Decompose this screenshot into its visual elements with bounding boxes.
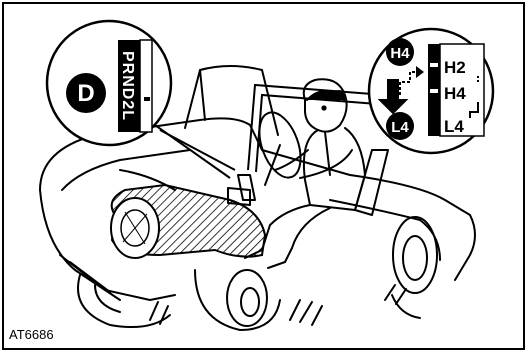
- shift-gate-positions: PRND2L: [119, 51, 136, 121]
- transfer-position-l4: L4: [444, 117, 464, 136]
- gate-position-2: 2: [119, 100, 136, 110]
- gate-position-d: D: [119, 88, 136, 101]
- figure-code: AT6686: [9, 327, 54, 342]
- transfer-position-h2: H2: [444, 58, 466, 77]
- transfer-position-h4: H4: [444, 84, 466, 103]
- selector-callout: D PRND2L: [47, 21, 171, 145]
- h4-badge-label: H4: [390, 45, 410, 62]
- current-position-label: D: [77, 80, 94, 107]
- gate-position-p: P: [119, 51, 136, 63]
- transfer-callout: H4 L4 H2 H4 L4: [369, 29, 493, 153]
- gate-position-l: L: [119, 110, 136, 121]
- l4-badge-label: L4: [391, 119, 409, 136]
- gate-position-n: N: [119, 75, 136, 88]
- gate-position-r: R: [119, 63, 136, 76]
